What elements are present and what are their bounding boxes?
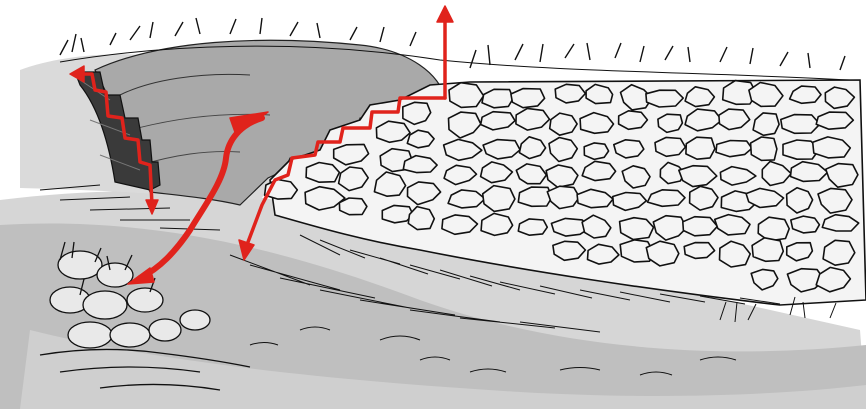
wall-stone <box>584 143 608 160</box>
wall-stone <box>751 137 777 160</box>
wall-stone <box>655 137 685 156</box>
wall-stone <box>683 217 718 236</box>
wall-stone <box>781 115 820 134</box>
wall-stone <box>658 114 683 132</box>
wall-stone <box>646 90 683 107</box>
wall-stone <box>339 198 367 215</box>
wall-stone <box>511 89 545 108</box>
wall-stone <box>791 216 820 233</box>
wall-stone <box>758 217 789 241</box>
wall-stone <box>586 84 613 103</box>
wall-stone <box>686 137 715 159</box>
wall-stone <box>518 187 552 206</box>
